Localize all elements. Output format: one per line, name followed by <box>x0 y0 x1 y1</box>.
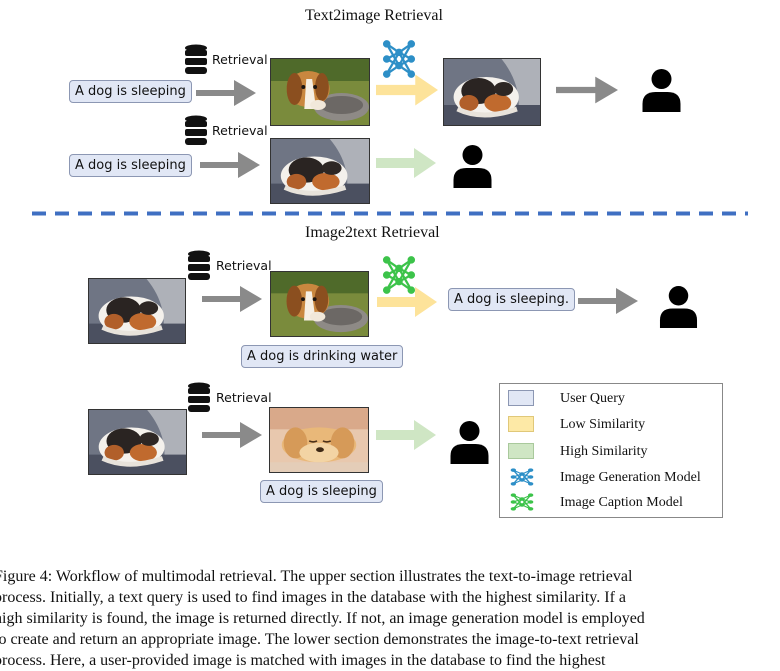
bottom-row2-user-icon <box>449 420 490 464</box>
bottom-row2-retrieval-label: Retrieval <box>216 390 272 405</box>
bottom-row1-retrieved-drinking-dog <box>270 271 369 337</box>
legend-label: User Query <box>560 391 625 406</box>
top-row1-gray-arrow <box>193 78 259 108</box>
top-row1-retrieval-label: Retrieval <box>212 52 268 67</box>
bottom-row2-retrieved-golden-puppy <box>269 407 369 473</box>
caption-line: process. Here, a user-provided image is … <box>0 652 606 669</box>
caption-line: Figure 4: Workflow of multimodal retriev… <box>0 568 633 585</box>
legend-high-similarity: High Similarity <box>508 442 718 462</box>
top-row1-query: A dog is sleeping <box>69 80 192 103</box>
generation-model-icon <box>510 468 534 486</box>
bottom-row2-high-similarity-arrow <box>376 420 436 450</box>
top-row2-query: A dog is sleeping <box>69 154 192 177</box>
legend-user-query: User Query <box>508 389 718 409</box>
bottom-row1-output-gray-arrow <box>577 286 639 316</box>
top-row2-high-similarity-arrow <box>376 148 436 178</box>
legend-image-caption-model: Image Caption Model <box>508 493 718 513</box>
bottom-row1-low-similarity-arrow <box>377 287 437 317</box>
caption-line: high similarity is found, the image is r… <box>0 610 645 627</box>
top-row2-retrieved-sleeping-dog <box>270 138 370 204</box>
bottom-row1-output-text: A dog is sleeping. <box>448 288 576 311</box>
top-row1-low-similarity-arrow <box>376 74 438 106</box>
text2image-title: Text2image Retrieval <box>305 7 443 24</box>
bottom-row1-retrieved-caption: A dog is drinking water <box>241 345 404 368</box>
section-divider <box>32 211 748 216</box>
bottom-row2-gray-arrow <box>201 420 263 450</box>
legend-image-generation-model: Image Generation Model <box>508 468 718 488</box>
top-row1-database-icon <box>184 44 208 76</box>
top-row1-output-gray-arrow <box>556 74 618 106</box>
bottom-row1-gray-arrow <box>201 284 263 314</box>
high-similarity-swatch <box>508 443 534 459</box>
legend-label: Low Similarity <box>560 417 646 432</box>
top-row2-retrieval-label: Retrieval <box>212 123 268 138</box>
top-row1-retrieved-drinking-dog <box>270 58 370 126</box>
bottom-row1-database-icon <box>187 250 211 282</box>
top-row2-database-icon <box>184 115 208 147</box>
bottom-row2-database-icon <box>187 382 211 414</box>
low-similarity-swatch <box>508 416 534 432</box>
bottom-row2-query-image <box>88 409 187 475</box>
legend-label: High Similarity <box>560 444 648 459</box>
legend: User Query Low Similarity High Similarit… <box>499 383 723 518</box>
top-row2-gray-arrow <box>199 150 261 180</box>
bottom-row1-retrieval-label: Retrieval <box>216 258 272 273</box>
bottom-row1-query-image <box>88 278 186 344</box>
user-query-swatch <box>508 390 534 406</box>
caption-line: to create and return an appropriate imag… <box>0 631 639 648</box>
top-row1-generated-sleeping-dog <box>443 58 541 126</box>
caption-model-icon <box>510 493 534 511</box>
legend-label: Image Caption Model <box>560 495 683 510</box>
legend-label: Image Generation Model <box>560 470 701 485</box>
top-row2-user-icon <box>452 144 493 188</box>
legend-low-similarity: Low Similarity <box>508 415 718 435</box>
top-row1-user-icon <box>641 68 682 112</box>
image2text-title: Image2text Retrieval <box>305 224 440 241</box>
bottom-row1-user-icon <box>659 285 698 328</box>
figure-caption: Figure 4: Workflow of multimodal retriev… <box>0 566 780 671</box>
bottom-row2-retrieved-caption: A dog is sleeping <box>260 480 383 503</box>
caption-line: process. Initially, a text query is used… <box>0 589 626 606</box>
